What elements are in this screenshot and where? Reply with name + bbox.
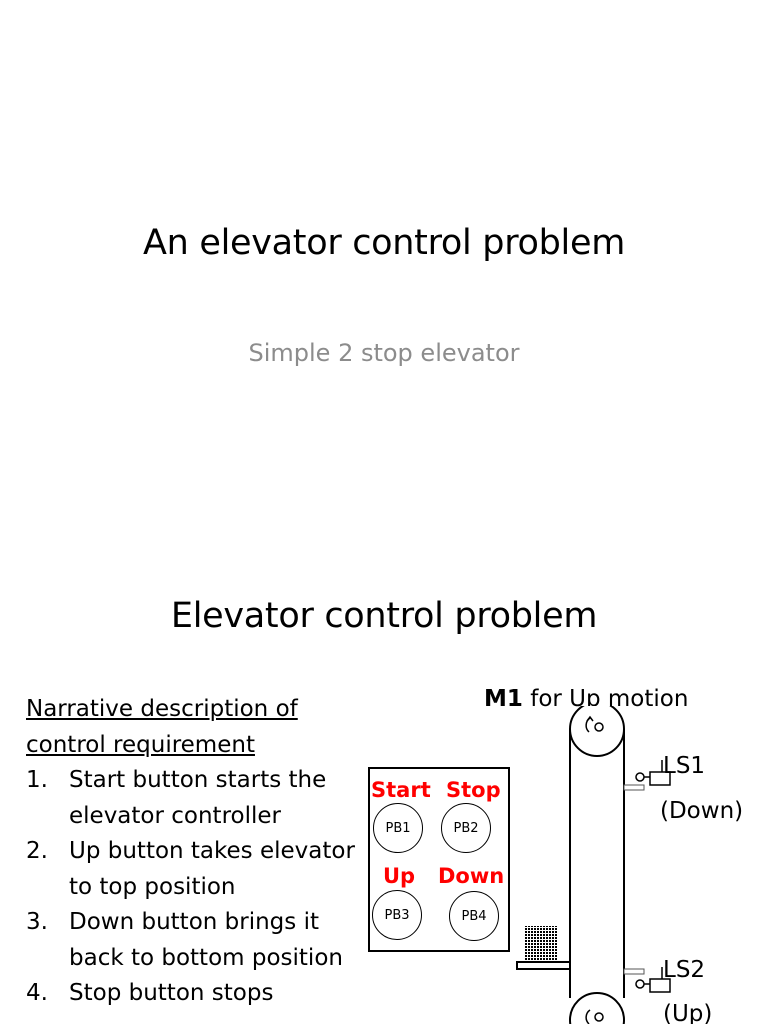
list-item: 3. Down button brings it back to bottom … <box>26 905 371 976</box>
elevator-car <box>524 926 558 960</box>
title-slide: An elevator control problem Simple 2 sto… <box>142 223 626 367</box>
bottom-pulley-icon <box>569 992 625 1024</box>
motor-caption: M1 for Up motion <box>484 684 688 714</box>
motor-name: M1 <box>484 686 523 712</box>
stop-label: Stop <box>446 778 501 802</box>
step-number: 1. <box>26 767 48 793</box>
step-text: Down button brings it back to bottom pos… <box>69 909 343 971</box>
step-number: 4. <box>26 980 48 1006</box>
elevator-diagram <box>516 706 671 1024</box>
ls1-label: LS1 <box>663 753 706 779</box>
slide-subtitle: Simple 2 stop elevator <box>248 339 520 367</box>
step-text: Up button takes elevator to top position <box>69 838 355 900</box>
slide-title: Elevator control problem <box>170 596 598 636</box>
ls2-note: (Up) <box>663 1001 713 1024</box>
ls2-label: LS2 <box>663 957 706 983</box>
elevator-platform <box>516 961 571 970</box>
step-text: Stop button stops <box>69 980 274 1006</box>
slide-title: An elevator control problem <box>142 223 626 263</box>
top-pulley-icon <box>569 706 625 757</box>
down-label: Down <box>438 864 505 888</box>
start-label: Start <box>371 778 431 802</box>
step-number: 2. <box>26 838 48 864</box>
ls1-switch-icon <box>623 760 671 791</box>
up-label: Up <box>383 864 416 888</box>
pb4-button: PB4 <box>449 891 499 941</box>
narrative-description: Narrative description of control require… <box>26 692 371 1012</box>
pb1-button: PB1 <box>373 803 423 853</box>
narrative-heading-line1: Narrative description of <box>26 696 298 722</box>
step-text: Start button starts the elevator control… <box>69 767 327 829</box>
list-item: 2. Up button takes elevator to top posit… <box>26 834 371 905</box>
pb2-button: PB2 <box>441 803 491 853</box>
narrative-heading-line2: control requirement <box>26 731 255 758</box>
pb3-button: PB3 <box>372 890 422 940</box>
list-item: 4. Stop button stops <box>26 976 371 1012</box>
list-item: 1. Start button starts the elevator cont… <box>26 763 371 834</box>
content-slide: Elevator control problem Narrative descr… <box>0 576 768 1024</box>
ls1-note: (Down) <box>660 798 744 824</box>
control-panel <box>368 767 510 952</box>
step-number: 3. <box>26 909 48 935</box>
ls2-switch-icon <box>623 967 671 993</box>
